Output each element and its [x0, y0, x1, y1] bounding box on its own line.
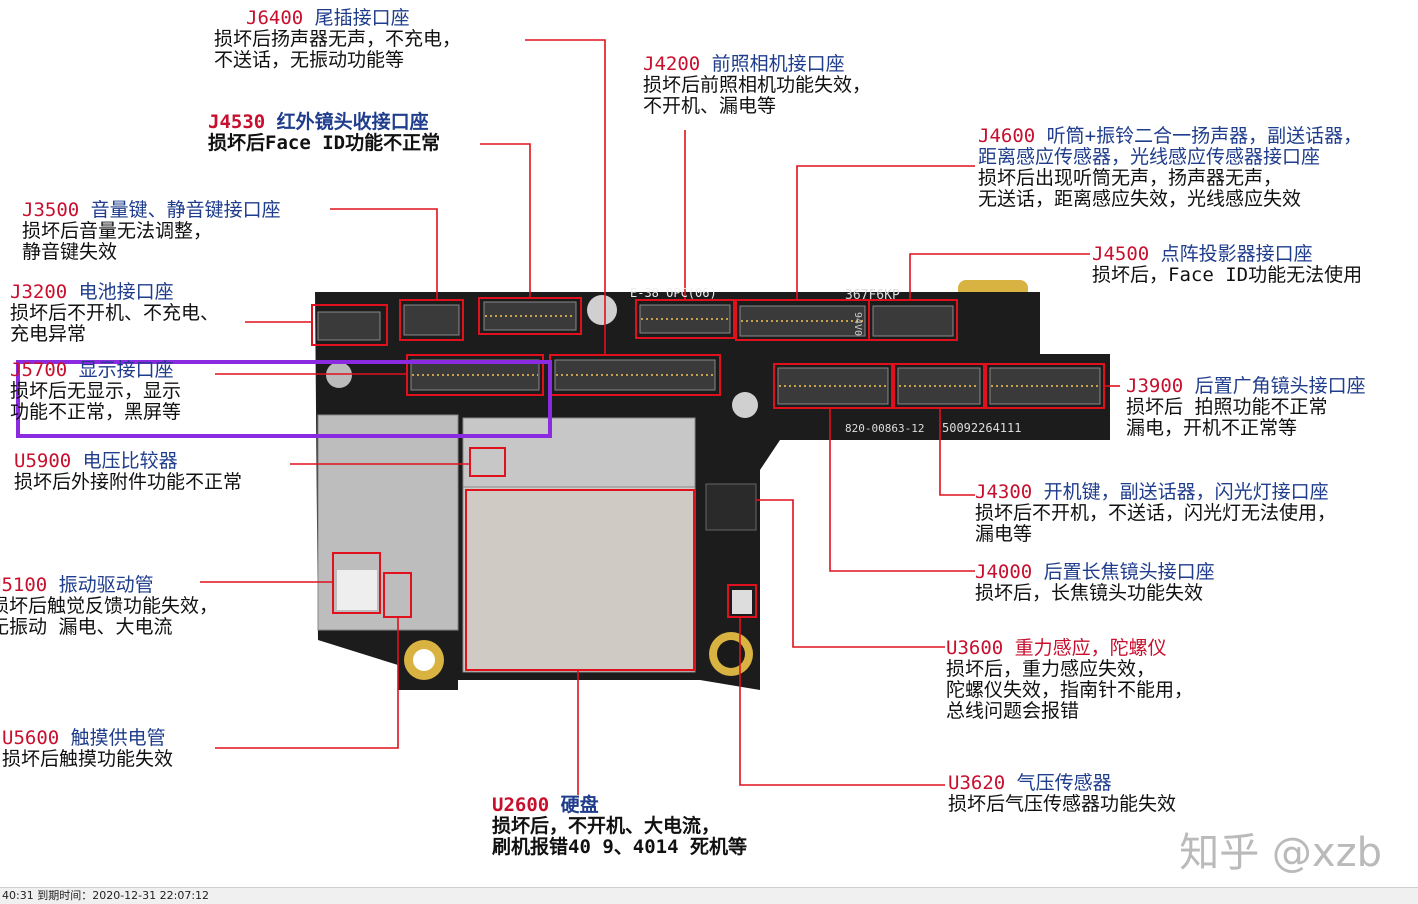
- label-u2600: U2600 硬盘 损坏后，不开机、大电流，刷机报错40 9、4014 死机等: [492, 794, 747, 858]
- label-j4600: J4600 听筒+振铃二合一扬声器，副送话器， 距离感应传感器，光线感应传感器接…: [978, 125, 1363, 210]
- silk-rotated: 94V0: [852, 312, 863, 336]
- watermark: 知乎 @xzb: [1179, 830, 1382, 876]
- silk-top-right: 367F6KP: [845, 288, 900, 303]
- label-u3620: U3620 气压传感器 损坏后气压传感器功能失效: [948, 772, 1177, 815]
- label-u5600: U5600 触摸供电管 损坏后触摸功能失效: [2, 727, 174, 770]
- label-j4000: J4000 后置长焦镜头接口座 损坏后，长焦镜头功能失效: [975, 561, 1215, 604]
- silk-top-left: E-38 OPC(06): [630, 286, 717, 300]
- label-j3200: J3200 电池接口座 损坏后不开机、不充电、充电异常: [10, 281, 220, 345]
- label-j4530: J4530 红外镜头收接口座 损坏后Face ID功能不正常: [208, 111, 441, 154]
- silk-serial: 50092264111: [942, 421, 1021, 435]
- label-j6400: J6400 尾插接口座 损坏后扬声器无声，不充电，不送话，无振动功能等: [214, 7, 462, 71]
- status-footer: 40:31 到期时间：2020-12-31 22:07:12: [0, 887, 1418, 904]
- label-j3500: J3500 音量键、静音键接口座 损坏后音量无法调整，静音键失效: [22, 199, 281, 263]
- label-j4500: J4500 点阵投影器接口座 损坏后，Face ID功能无法使用: [1092, 243, 1363, 286]
- silk-bottom: 820-00863-12: [845, 422, 924, 435]
- label-j3900: J3900 后置广角镜头接口座 损坏后 拍照功能不正常漏电，开机不正常等: [1126, 375, 1366, 439]
- label-j5700: J5700 显示接口座 损坏后无显示，显示功能不正常，黑屏等: [10, 359, 182, 423]
- nand-chip: [462, 486, 696, 673]
- label-j4300: J4300 开机键，副送话器，闪光灯接口座 损坏后不开机，不送话，闪光灯无法使用…: [975, 481, 1337, 545]
- label-u3600: U3600 重力感应，陀螺仪 损坏后，重力感应失效，陀螺仪失效，指南针不能用，总…: [946, 637, 1194, 722]
- label-j4200: J4200 前照相机接口座 损坏后前照相机功能失效，不开机、漏电等: [643, 53, 872, 117]
- shield-top: [462, 417, 696, 489]
- label-u5100: U5100 振动驱动管 损坏后触觉反馈功能失效，无振动 漏电、大电流: [0, 574, 219, 638]
- label-u5900: U5900 电压比较器 损坏后外接附件功能不正常: [14, 450, 243, 493]
- highlight-j5700: [16, 360, 552, 438]
